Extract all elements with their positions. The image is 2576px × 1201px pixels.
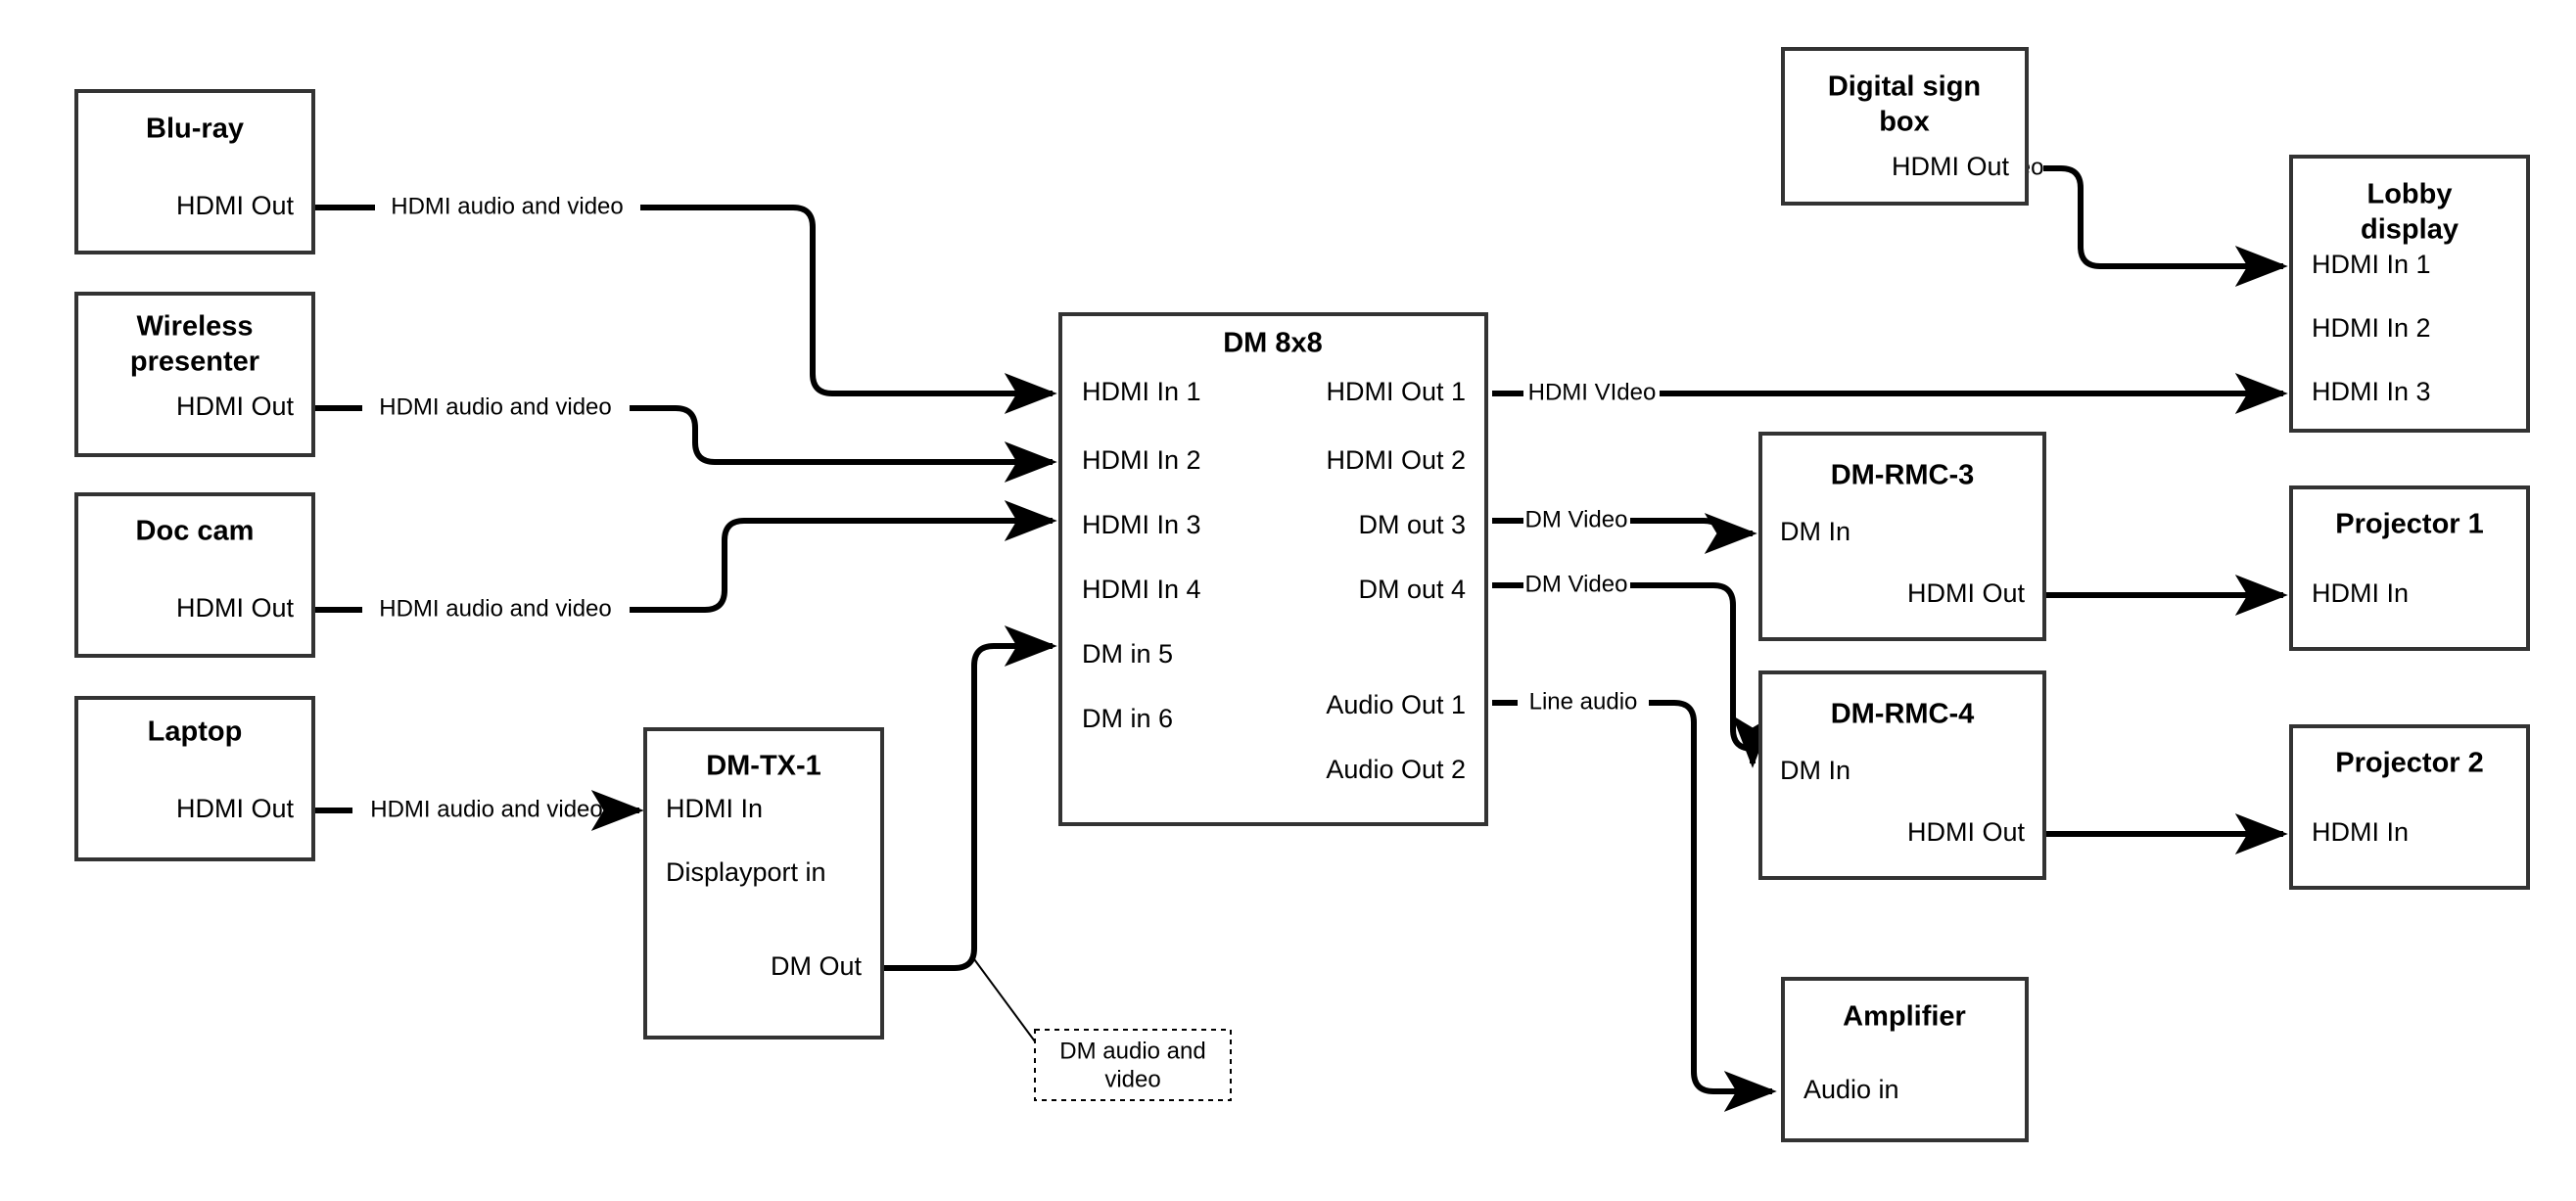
note-leader-dm-audio-video [973,958,1036,1042]
edge-label-doccam: HDMI audio and video [379,595,611,622]
node-dm8x8-input-hdmi-in-4: HDMI In 4 [1082,575,1201,604]
node-dm8x8-output-hdmi-out-2: HDMI Out 2 [1326,445,1466,475]
node-projector2-box[interactable] [2289,724,2530,890]
node-dm8x8-output-hdmi-out-1: HDMI Out 1 [1326,377,1466,406]
node-wireless-title-line1: Wireless [136,311,253,343]
node-dm-8x8[interactable]: DM 8x8 HDMI In 1 HDMI In 2 HDMI In 3 HDM… [1058,312,1488,826]
edge-bluray-to-dm8x8 [313,205,1053,393]
node-doccam-box[interactable] [74,492,315,658]
node-projector1-box[interactable] [2289,485,2530,651]
edge-doccam-to-dm8x8 [313,521,1053,613]
node-doccam-port-hdmi-out: HDMI Out [176,593,295,623]
note-dm-audio-video-box [1034,1029,1232,1101]
edge-label-wireless: HDMI audio and video [379,393,611,420]
node-amplifier[interactable]: Amplifier Audio in [1781,977,2029,1142]
node-dmrmc4-port-hdmi-out: HDMI Out [1907,817,2026,847]
node-dm8x8-input-hdmi-in-2: HDMI In 2 [1082,445,1201,475]
node-wireless-port-hdmi-out: HDMI Out [176,392,295,421]
node-dmrmc4-title: DM-RMC-4 [1831,699,1975,730]
edge-label-bluray: HDMI audio and video [391,193,623,219]
node-dmrmc4-box[interactable] [1758,670,2046,880]
node-dm8x8-box[interactable] [1058,312,1488,826]
node-dm8x8-input-hdmi-in-3: HDMI In 3 [1082,510,1201,539]
node-projector2-port-hdmi-in: HDMI In [2312,817,2409,847]
node-projector1-port-hdmi-in: HDMI In [2312,578,2409,608]
node-dm8x8-output-audio-out-2: Audio Out 2 [1326,755,1466,784]
node-dmrmc3-title: DM-RMC-3 [1831,460,1975,491]
node-doc-cam[interactable]: Doc cam HDMI Out [74,492,315,658]
node-lobbydisplay-port-hdmi-in-2: HDMI In 2 [2312,313,2431,343]
edge-dm8x8-out4-to-rmc4 [1492,582,1753,763]
node-amplifier-title: Amplifier [1843,1001,1966,1033]
node-dmtx1-port-displayport-in: Displayport in [666,857,826,887]
edge-label-dm-video-out3: DM Video [1525,506,1628,532]
node-wireless-box[interactable] [74,292,315,457]
edge-label-laptop: HDMI audio and video [370,796,602,822]
edge-label-dm-video-out4: DM Video [1525,571,1628,597]
node-dm8x8-output-dm-out-3: DM out 3 [1358,510,1466,539]
node-dmtx1-title: DM-TX-1 [706,751,821,782]
node-dm8x8-title: DM 8x8 [1223,328,1323,359]
node-dm-rmc-4[interactable]: DM-RMC-4 DM In HDMI Out [1758,670,2046,880]
node-bluray-title: Blu-ray [146,114,244,145]
node-digitalsign-port-hdmi-out: HDMI Out [1892,152,2010,181]
node-dm-tx-1[interactable]: DM-TX-1 HDMI In Displayport in DM Out [643,727,884,1039]
node-dmrmc3-port-hdmi-out: HDMI Out [1907,578,2026,608]
node-lobbydisplay-box[interactable] [2289,155,2530,433]
node-lobby-display[interactable]: Lobby display HDMI In 1 HDMI In 2 HDMI I… [2289,155,2530,433]
node-lobbydisplay-title-line2: display [2361,214,2459,246]
edge-label-line-audio: Line audio [1529,688,1638,715]
node-amplifier-port-audio-in: Audio in [1803,1075,1899,1104]
node-laptop-box[interactable] [74,696,315,861]
edge-wireless-to-dm8x8 [313,405,1053,462]
node-dmtx1-port-dm-out: DM Out [771,951,863,981]
node-lobbydisplay-port-hdmi-in-1: HDMI In 1 [2312,250,2431,279]
node-wireless-presenter[interactable]: Wireless presenter HDMI Out [74,292,315,457]
note-dm-audio-video-line1: DM audio and [1059,1038,1205,1064]
node-wireless-title-line2: presenter [130,346,259,378]
node-bluray-port-hdmi-out: HDMI Out [176,191,295,220]
edge-dmtx1-to-dm8x8 [882,625,1057,971]
node-lobbydisplay-port-hdmi-in-3: HDMI In 3 [2312,377,2431,406]
node-bluray[interactable]: Blu-ray HDMI Out [74,89,315,254]
node-digitalsign-title-line2: box [1879,107,1930,138]
edge-dm8x8-out3-to-rmc3 [1492,521,1753,540]
node-digitalsign-title-line1: Digital sign [1828,71,1981,103]
edge-dm8x8-audio1-to-amp [1492,700,1772,1091]
node-projector1-title: Projector 1 [2335,509,2484,540]
node-dmrmc3-box[interactable] [1758,432,2046,641]
node-digitalsign-box[interactable] [1781,47,2029,206]
node-dm8x8-input-dm-in-5: DM in 5 [1082,639,1173,669]
node-dm8x8-output-audio-out-1: Audio Out 1 [1326,690,1466,719]
node-lobbydisplay-title-line1: Lobby [2367,179,2453,210]
node-dmtx1-port-hdmi-in: HDMI In [666,794,763,823]
node-dm8x8-output-dm-out-4: DM out 4 [1358,575,1466,604]
node-laptop-title: Laptop [148,716,243,748]
node-dmrmc4-port-dm-in: DM In [1780,756,1850,785]
node-laptop-port-hdmi-out: HDMI Out [176,794,295,823]
node-projector-2[interactable]: Projector 2 HDMI In [2289,724,2530,890]
node-dmtx1-box[interactable] [643,727,884,1039]
node-dm-rmc-3[interactable]: DM-RMC-3 DM In HDMI Out [1758,432,2046,641]
node-projector2-title: Projector 2 [2335,748,2484,779]
node-dmrmc3-port-dm-in: DM In [1780,517,1850,546]
node-bluray-box[interactable] [74,89,315,254]
note-dm-audio-and-video: DM audio and video [1034,1029,1232,1101]
node-projector-1[interactable]: Projector 1 HDMI In [2289,485,2530,651]
node-doccam-title: Doc cam [136,516,255,547]
node-laptop[interactable]: Laptop HDMI Out [74,696,315,861]
node-amplifier-box[interactable] [1781,977,2029,1142]
node-dm8x8-input-hdmi-in-1: HDMI In 1 [1082,377,1201,406]
note-dm-audio-video-line2: video [1104,1066,1160,1092]
edge-label-hdmi-video-out1: HDMI VIdeo [1528,379,1657,405]
node-dm8x8-input-dm-in-6: DM in 6 [1082,704,1173,733]
node-digital-sign-box[interactable]: Digital sign box HDMI Out [1781,47,2029,206]
